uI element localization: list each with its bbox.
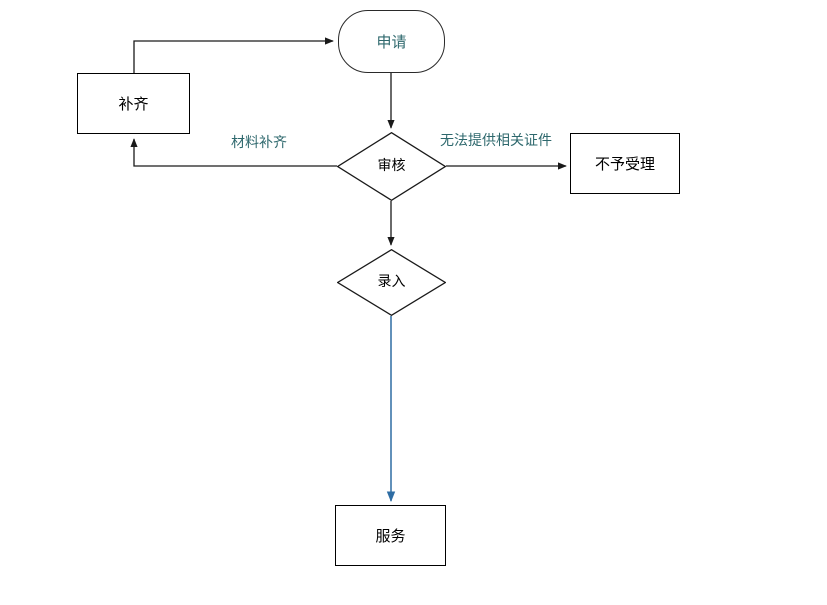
shenhe-diamond-shape xyxy=(337,132,446,201)
node-fuwu[interactable]: 服务 xyxy=(335,505,446,566)
node-luru[interactable]: 录入 xyxy=(337,249,446,316)
node-buqi-label: 补齐 xyxy=(118,94,149,113)
node-buqi[interactable]: 补齐 xyxy=(77,73,190,134)
node-shenqing-label: 申请 xyxy=(376,32,407,51)
node-buyushouli-label: 不予受理 xyxy=(594,154,655,173)
node-shenqing[interactable]: 申请 xyxy=(338,10,445,73)
edge-buqi-to-shenqing xyxy=(133,37,334,73)
edge-label-cailiaobuqi: 材料补齐 xyxy=(231,135,287,151)
node-luru-label: 录入 xyxy=(377,274,406,291)
node-buyushouli[interactable]: 不予受理 xyxy=(570,133,680,194)
luru-diamond-shape xyxy=(337,249,446,316)
edge-label-wufatigongxiangguanzhengjian: 无法提供相关证件 xyxy=(440,133,552,149)
node-shenhe-label: 审核 xyxy=(377,158,406,175)
edge-shenhe-to-buqi xyxy=(130,138,337,167)
node-shenhe[interactable]: 审核 xyxy=(337,132,446,201)
node-fuwu-label: 服务 xyxy=(375,526,406,545)
